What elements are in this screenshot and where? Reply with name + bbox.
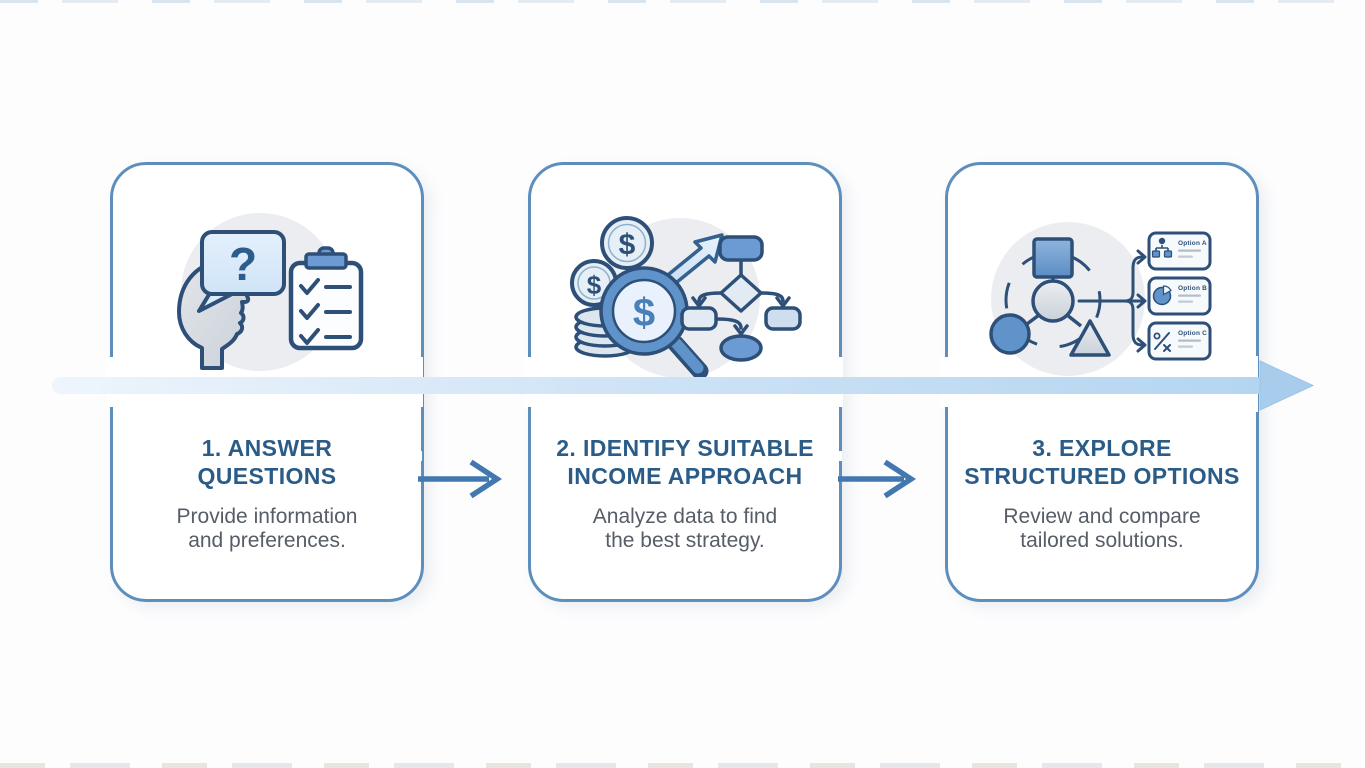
svg-text:$: $ [633,291,655,335]
step3-title: 3. EXPLORE STRUCTURED OPTIONS [948,435,1256,490]
step-title-line: 3. EXPLORE [1032,435,1172,461]
option-label: Option C [1178,330,1207,337]
step1-title: 1. ANSWER QUESTIONS [113,435,421,490]
step-card-1: ? 1. ANSWER QUESTIONS Provide informatio… [110,162,424,602]
triangle-shape [1069,319,1111,357]
option-label: Option A [1178,240,1207,247]
step2-icon-area: $ $ $ [531,165,839,435]
step2-title: 2. IDENTIFY SUITABLE INCOME APPROACH [531,435,839,490]
circle-shape [989,313,1031,355]
option-card-a: Option A [1147,231,1212,271]
connector-arrow-icon [418,459,503,499]
branch-arrows [1077,249,1147,353]
connector-arrow-icon [838,459,917,499]
step-title-line: QUESTIONS [197,462,337,489]
step-desc-line: Provide information [176,505,358,528]
step-desc-line: Review and compare [1003,505,1201,528]
mini-flowchart [680,235,802,362]
step3-icon-area: Option A Option B [948,165,1256,435]
org-chart-icon [1151,237,1173,258]
step-title-line: 2. IDENTIFY SUITABLE [556,435,814,461]
step-desc-line: tailored solutions. [1020,528,1184,552]
money-analysis-flowchart-icon: $ $ $ [570,216,802,380]
step-title-line: STRUCTURED OPTIONS [964,462,1240,489]
top-edge-artifact [0,0,1365,3]
step-card-3: Option A Option B [945,162,1259,602]
svg-text:$: $ [587,270,602,300]
dollar-coin: $ [600,216,654,270]
center-circle-shape [1031,279,1075,323]
timeline-arrowhead-icon [1259,360,1315,411]
svg-text:$: $ [619,229,636,262]
pie-chart-icon [1152,285,1172,306]
option-card-b: Option B [1147,276,1212,316]
step-title-line: 1. ANSWER [201,435,333,461]
checklist-rows [299,278,352,345]
clipboard-clip [304,252,348,270]
step1-description: Provide information and preferences. [113,505,421,552]
step-desc-line: the best strategy. [605,528,765,552]
step3-description: Review and compare tailored solutions. [948,505,1256,552]
step-title-line: INCOME APPROACH [567,462,803,489]
square-shape [1032,237,1074,279]
option-label: Option B [1178,285,1207,292]
option-card-c: Option C [1147,321,1212,361]
percent-icon [1153,332,1171,352]
step-desc-line: and preferences. [188,528,346,552]
step1-icon-area: ? [113,165,421,435]
step-desc-line: Analyze data to find [592,505,778,528]
step2-description: Analyze data to find the best strategy. [531,505,839,552]
shapes-branching-options-icon: Option A Option B [989,222,1212,376]
speech-bubble [200,230,286,296]
question-mark-glyph: ? [229,238,257,290]
bottom-edge-artifact [0,763,1365,768]
magnifier-dollar-icon: $ [599,266,709,380]
head-question-checklist-icon: ? [177,213,364,371]
step-card-2: $ $ $ [528,162,842,602]
